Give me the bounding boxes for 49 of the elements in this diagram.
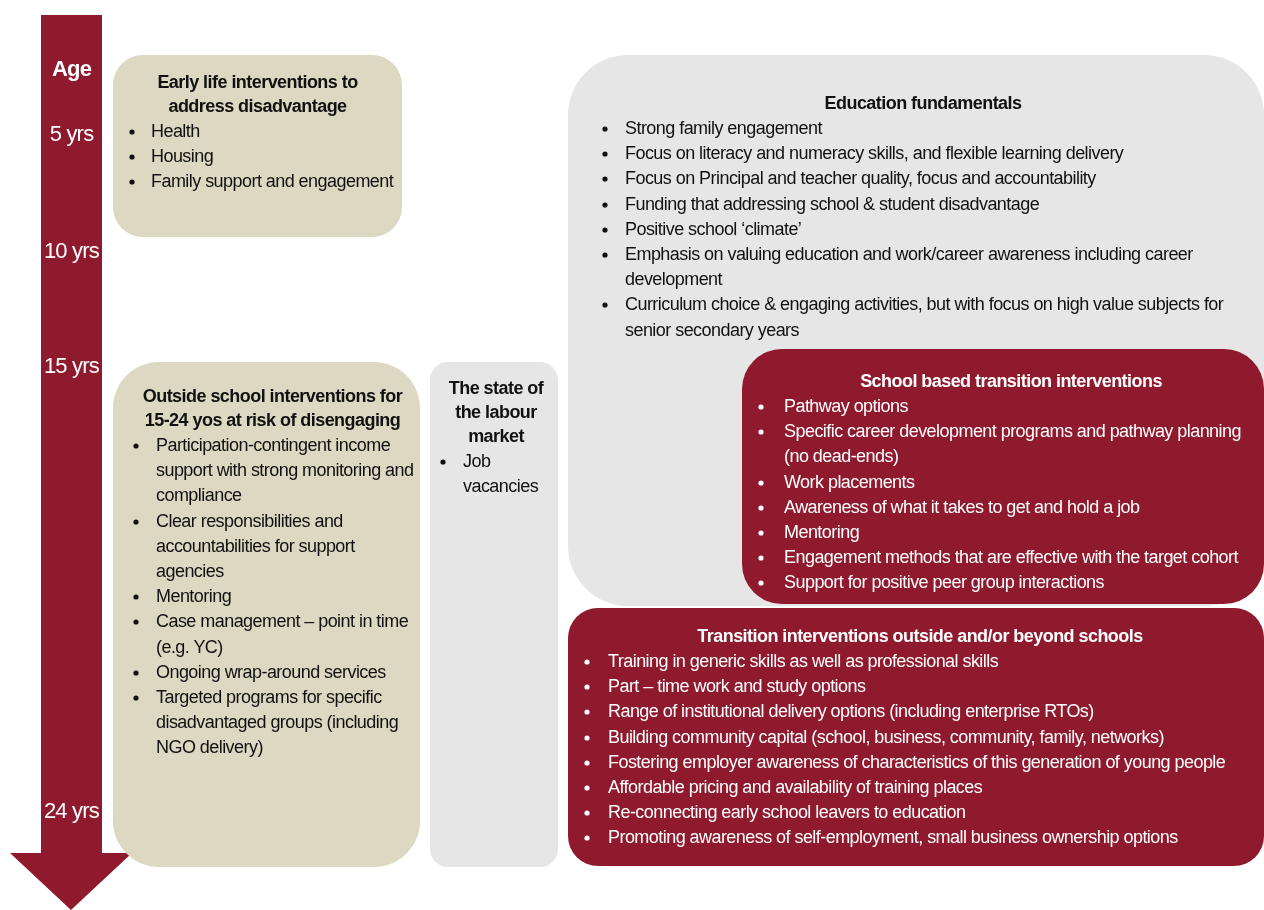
bullet-text: Targeted programs for specific disadvantaged groups (including NGO delivery) <box>156 687 399 758</box>
bullet-text: Job vacancies <box>463 451 539 497</box>
bullet-text: Curriculum choice & engaging activities, but with focus on high value subjects for senior secondary years <box>625 294 1224 340</box>
bullet-text: Strong family engagement <box>625 118 822 138</box>
age-label: 5 yrs <box>48 121 95 147</box>
bullet-text: Work placements <box>784 471 915 492</box>
panel-heading: Education fundamentals <box>823 92 1023 115</box>
bullet-text: Promoting awareness of self-employment, small business ownership options <box>608 827 1178 848</box>
bullet-text: Mentoring <box>784 522 860 542</box>
bullet-text: Engagement methods that are effective with the target cohort <box>784 547 1238 568</box>
panel-heading: Transition interventions outside and/or beyond schools <box>696 625 1144 648</box>
bullet-text: Health <box>151 121 200 141</box>
bullet-text: Clear responsibilities and accountabilities for support agencies <box>156 510 355 581</box>
bullet-text: Ongoing wrap-around services <box>156 661 386 682</box>
rounded-panel <box>568 55 1264 606</box>
bullet-text: Fostering employer awareness of characteristics of this generation of young people <box>608 751 1226 772</box>
bullet-text: Pathway options <box>784 396 908 416</box>
bullet-text: Case management – point in time (e.g. YC) <box>156 611 409 657</box>
rounded-panel <box>113 55 402 237</box>
bullet-text: Re-connecting early school leavers to education <box>608 802 966 823</box>
rounded-panel <box>742 349 1264 604</box>
age-label: 10 yrs <box>42 238 101 264</box>
bullet-text: Building community capital (school, business, community, family, networks) <box>608 726 1164 747</box>
axis-title: Age <box>50 56 93 82</box>
age-label: 15 yrs <box>42 353 101 379</box>
rounded-panel <box>430 362 558 867</box>
panel-heading: The state of the labour market <box>447 377 545 448</box>
bullet-text: Mentoring <box>156 586 232 607</box>
bullet-text: Emphasis on valuing education and work/career awareness including career development <box>625 244 1193 290</box>
panel-heading: Outside school interventions for 15-24 yos at risk of disengaging <box>141 385 404 432</box>
bullet-text: Training in generic skills as well as professional skills <box>608 651 999 671</box>
panel-heading: School based transition interventions <box>859 370 1163 393</box>
bullet-text: Family support and engagement <box>151 171 394 192</box>
bullet-text: Funding that addressing school & student disadvantage <box>625 193 1040 214</box>
bullet-text: Positive school ‘climate’ <box>625 218 802 239</box>
panel-heading: Early life interventions to address disadvantage <box>156 71 359 118</box>
rounded-panel <box>568 608 1264 866</box>
age-label: 24 yrs <box>42 798 101 824</box>
bullet-text: Part – time work and study options <box>608 676 866 697</box>
bullet-text: Housing <box>151 146 214 167</box>
bullet-text: Specific career development programs and pathway planning (no dead-ends) <box>784 421 1241 467</box>
bullet-text: Affordable pricing and availability of training places <box>608 777 983 797</box>
bullet-text: Focus on literacy and numeracy skills, and flexible learning delivery <box>625 143 1124 164</box>
rounded-panel <box>113 362 420 867</box>
bullet-text: Participation-contingent income support with strong monitoring and compliance <box>156 435 414 506</box>
bullet-text: Support for positive peer group interactions <box>784 572 1104 593</box>
bullet-text: Focus on Principal and teacher quality, focus and accountability <box>625 168 1096 189</box>
bullet-text: Range of institutional delivery options (including enterprise RTOs) <box>608 701 1094 722</box>
bullet-text: Awareness of what it takes to get and hold a job <box>784 496 1140 517</box>
